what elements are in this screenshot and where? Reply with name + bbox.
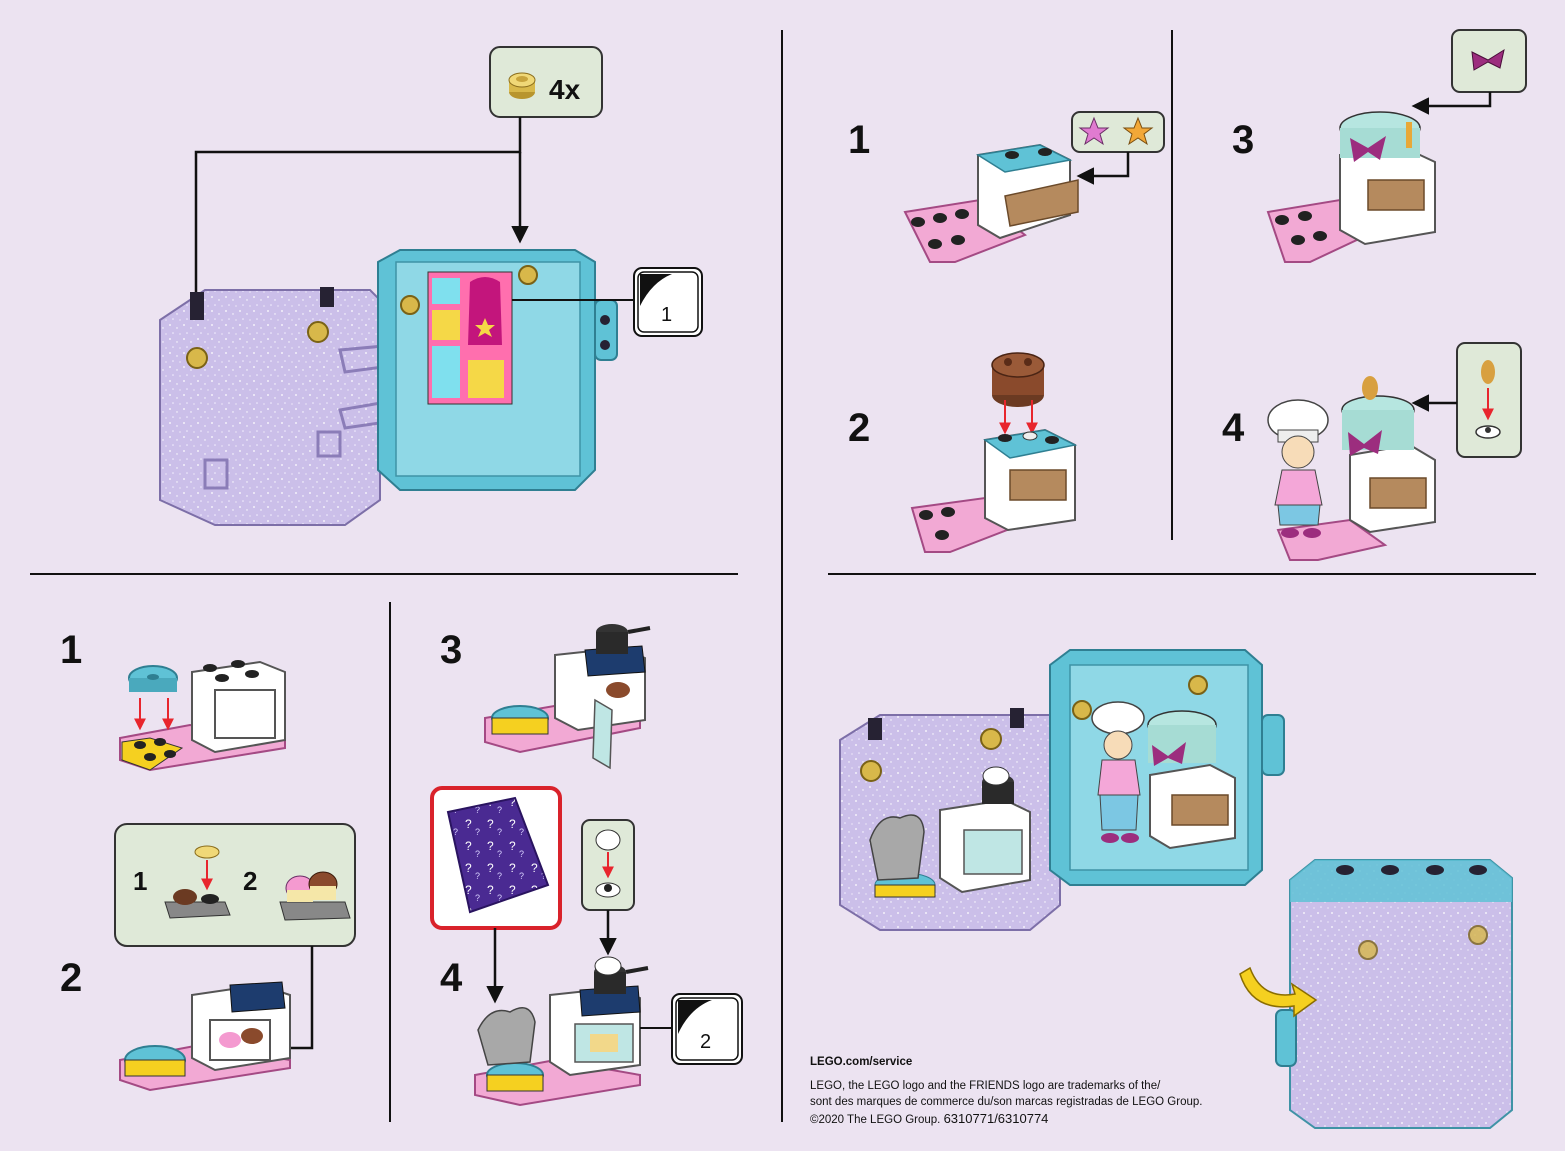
product-codes: 6310771/6310774	[944, 1111, 1049, 1126]
step-number-b2: 2	[848, 408, 870, 448]
copyright-text: ©2020 The LEGO Group.	[810, 1114, 940, 1126]
panel-e-final-scene	[840, 650, 1512, 1128]
brown-round-brick	[992, 353, 1044, 407]
step-number-d4: 4	[440, 958, 462, 998]
panel-c-step2-oven	[120, 982, 290, 1090]
page-ref-number-2: 2	[700, 1032, 711, 1052]
panel-c-step1-oven	[120, 660, 285, 770]
gold-stud-icon	[509, 73, 535, 99]
page-ref-number-1: 1	[661, 305, 672, 325]
sub-step-number-1: 1	[133, 868, 147, 894]
callout-4x-box	[490, 47, 602, 117]
step-number-b3: 3	[1232, 120, 1254, 160]
callout-count-label: 4x	[549, 76, 580, 104]
trademark-line-2: sont des marques de commerce du/son marc…	[810, 1096, 1202, 1108]
panel-d-step4-mystery	[432, 788, 742, 1105]
step-number-c1: 1	[60, 630, 82, 670]
trademark-line-1: LEGO, the LEGO logo and the FRIENDS logo…	[810, 1080, 1160, 1092]
service-link[interactable]: LEGO.com/service	[810, 1056, 912, 1068]
sub-step-number-2: 2	[243, 868, 257, 894]
panel-d-step3-stove	[485, 624, 650, 768]
panel-b-step2-oven	[912, 353, 1075, 552]
trademark-line-3: ©2020 The LEGO Group. 6310771/6310774	[810, 1111, 1048, 1126]
panel-b-step4-minifig	[1268, 343, 1521, 560]
step-number-b1: 1	[848, 120, 870, 160]
panel-b-step3-cake	[1268, 30, 1526, 262]
step-number-c2: 2	[60, 958, 82, 998]
panel-b-step1-oven	[905, 112, 1164, 262]
step-number-b4: 4	[1222, 408, 1244, 448]
step-number-d3: 3	[440, 630, 462, 670]
panel-a-open-cube	[160, 47, 702, 525]
